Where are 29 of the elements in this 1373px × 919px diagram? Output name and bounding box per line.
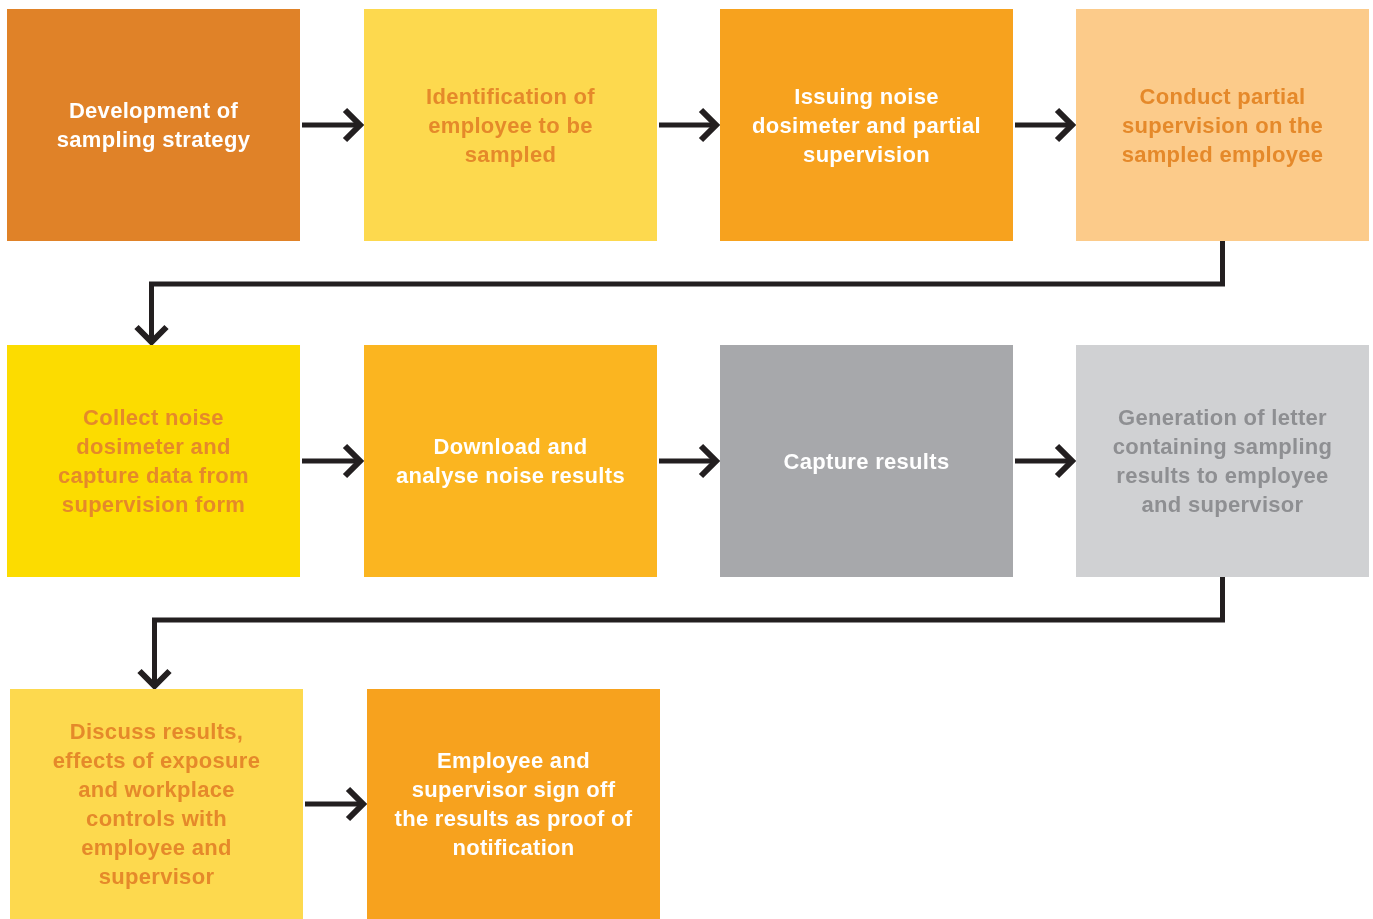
step-text: Development of sampling strategy (55, 97, 252, 154)
step-text: Conduct partial supervision on the sampled employee (1120, 82, 1325, 169)
arrow (305, 786, 366, 822)
process-box (1076, 9, 1369, 241)
process-box (10, 689, 303, 919)
step-text: Identification of employee to be sampled (425, 82, 596, 169)
step-text: Employee and supervisor sign off the results as proof of notification (393, 747, 634, 862)
process-box (720, 9, 1013, 241)
process-box (7, 9, 300, 241)
step-text: Capture results (783, 447, 950, 476)
arrow (302, 107, 363, 143)
process-box (7, 345, 300, 577)
step-text: Download and analyse noise results (395, 433, 626, 490)
arrow (659, 443, 719, 479)
arrow (133, 241, 1225, 345)
process-box (1076, 345, 1369, 577)
step-text: Generation of letter containing sampling results to employee and supervisor (1111, 404, 1334, 519)
arrow (136, 577, 1225, 689)
arrow (302, 443, 363, 479)
process-box (364, 345, 657, 577)
process-box (367, 689, 660, 919)
arrow (1015, 443, 1075, 479)
step-text: Collect noise dosimeter and capture data from supervision form (57, 404, 250, 519)
arrow (1015, 107, 1075, 143)
arrow (659, 107, 719, 143)
step-text: Issuing noise dosimeter and partial supervision (751, 82, 982, 169)
process-box (364, 9, 657, 241)
step-text: Discuss results, effects of exposure and workplace controls with employee and supervisor (51, 718, 262, 891)
process-box (720, 345, 1013, 577)
